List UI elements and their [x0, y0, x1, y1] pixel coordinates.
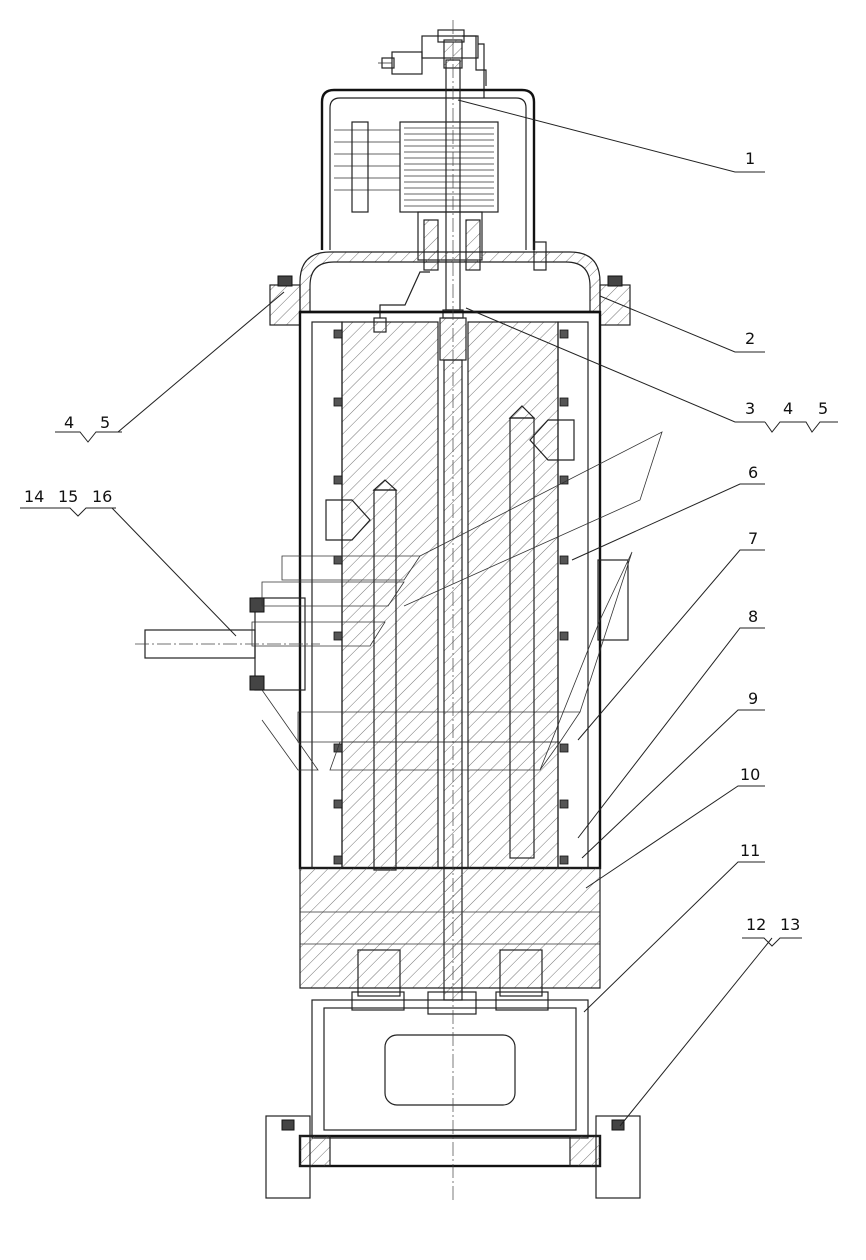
seal-ring — [559, 743, 569, 753]
label-12: 12 — [746, 915, 766, 934]
label-5b: 5 — [818, 399, 828, 418]
seal-ring — [559, 631, 569, 641]
label-10: 10 — [740, 765, 760, 784]
label-1: 1 — [745, 149, 755, 168]
fin-stack — [334, 121, 499, 271]
lower-body — [299, 867, 601, 1015]
seal-ring — [333, 799, 343, 809]
label-6: 6 — [748, 463, 758, 482]
label-13: 13 — [780, 915, 800, 934]
label-11: 11 — [740, 841, 760, 860]
seal-ring — [333, 475, 343, 485]
seal-ring — [559, 555, 569, 565]
label-5a: 5 — [100, 413, 110, 432]
upper-housing — [320, 88, 536, 250]
label-2: 2 — [745, 329, 755, 348]
seal-ring — [559, 397, 569, 407]
leader-lines — [20, 99, 838, 1127]
label-8: 8 — [748, 607, 758, 626]
seal-ring — [559, 475, 569, 485]
label-4b: 4 — [783, 399, 793, 418]
part-labels: 1 2 3 4 5 4 5 14 15 16 6 7 8 9 10 11 12 … — [24, 149, 828, 934]
seal-ring — [559, 855, 569, 865]
cylinder-body — [298, 310, 602, 871]
seal-ring — [559, 329, 569, 339]
top-valve-fitting — [378, 29, 487, 98]
label-4a: 4 — [64, 413, 74, 432]
label-7: 7 — [748, 529, 758, 548]
seal-ring — [333, 555, 343, 565]
label-16: 16 — [92, 487, 112, 506]
label-3: 3 — [745, 399, 755, 418]
seal-ring — [333, 329, 343, 339]
seal-ring — [333, 397, 343, 407]
seal-ring — [333, 855, 343, 865]
label-9: 9 — [748, 689, 758, 708]
label-14: 14 — [24, 487, 44, 506]
seal-ring — [559, 799, 569, 809]
seal-ring — [333, 631, 343, 641]
label-15: 15 — [58, 487, 78, 506]
base-stand — [265, 999, 641, 1199]
